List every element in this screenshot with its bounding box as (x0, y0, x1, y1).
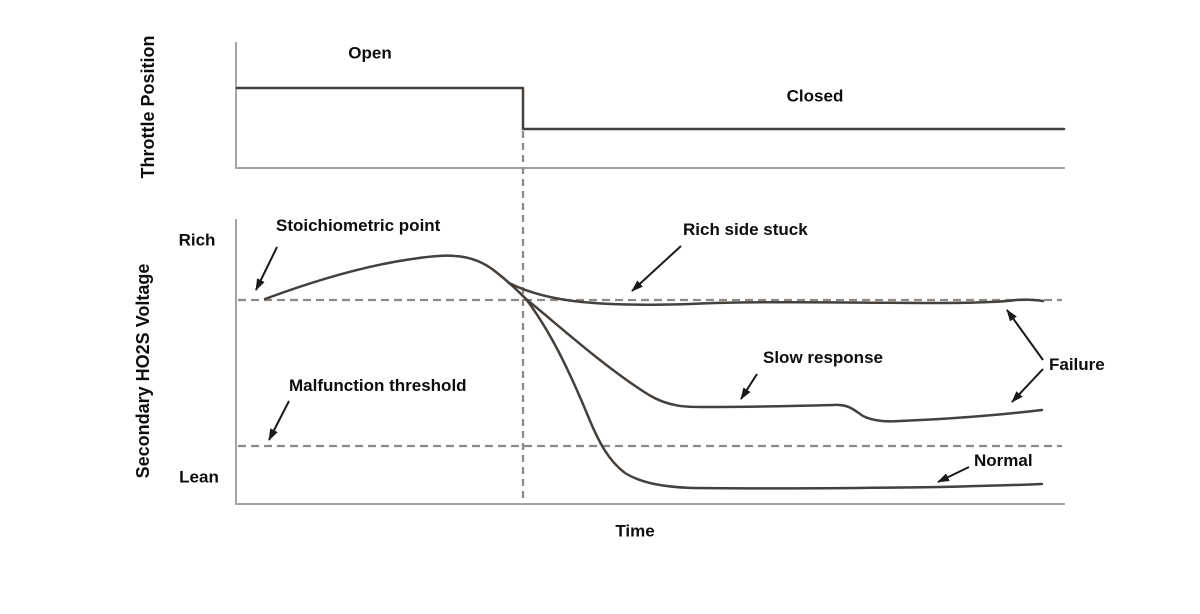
ho2s-common-curve (263, 254, 511, 301)
throttle-axis-label: Throttle Position (138, 35, 158, 179)
rich-label: Rich (178, 230, 216, 250)
ho2s-axis-label: Secondary HO2S Voltage (133, 263, 153, 479)
stoichiometric-point-label: Stoichiometric point (276, 216, 441, 235)
stoichiometric-arrow (255, 246, 278, 291)
closed-label: Closed (786, 86, 844, 106)
slow-response-label: Slow response (763, 348, 883, 367)
failure-arrow-lower (1011, 368, 1044, 403)
malfunction-threshold-label: Malfunction threshold (289, 376, 467, 395)
slow-response-arrow (740, 373, 758, 400)
lean-label: Lean (179, 467, 219, 487)
rich-side-stuck-arrow (631, 245, 682, 292)
normal-curve (524, 297, 1044, 490)
time-axis-label: Time (615, 521, 655, 541)
failure-label: Failure (1049, 355, 1105, 374)
throttle-step-line (235, 86, 1066, 131)
rich-side-stuck-curve (507, 281, 1045, 306)
failure-arrow-upper (1006, 309, 1044, 361)
bottom-chart-axes (235, 219, 1065, 505)
malfunction-arrow (268, 400, 290, 441)
open-label: Open (348, 43, 392, 63)
top-chart-axes (235, 42, 1065, 169)
slow-response-curve (524, 297, 1044, 423)
normal-arrow (937, 466, 970, 483)
ho2s-fork-connector (507, 281, 528, 301)
normal-label: Normal (974, 451, 1033, 470)
rich-side-stuck-label: Rich side stuck (683, 220, 808, 239)
